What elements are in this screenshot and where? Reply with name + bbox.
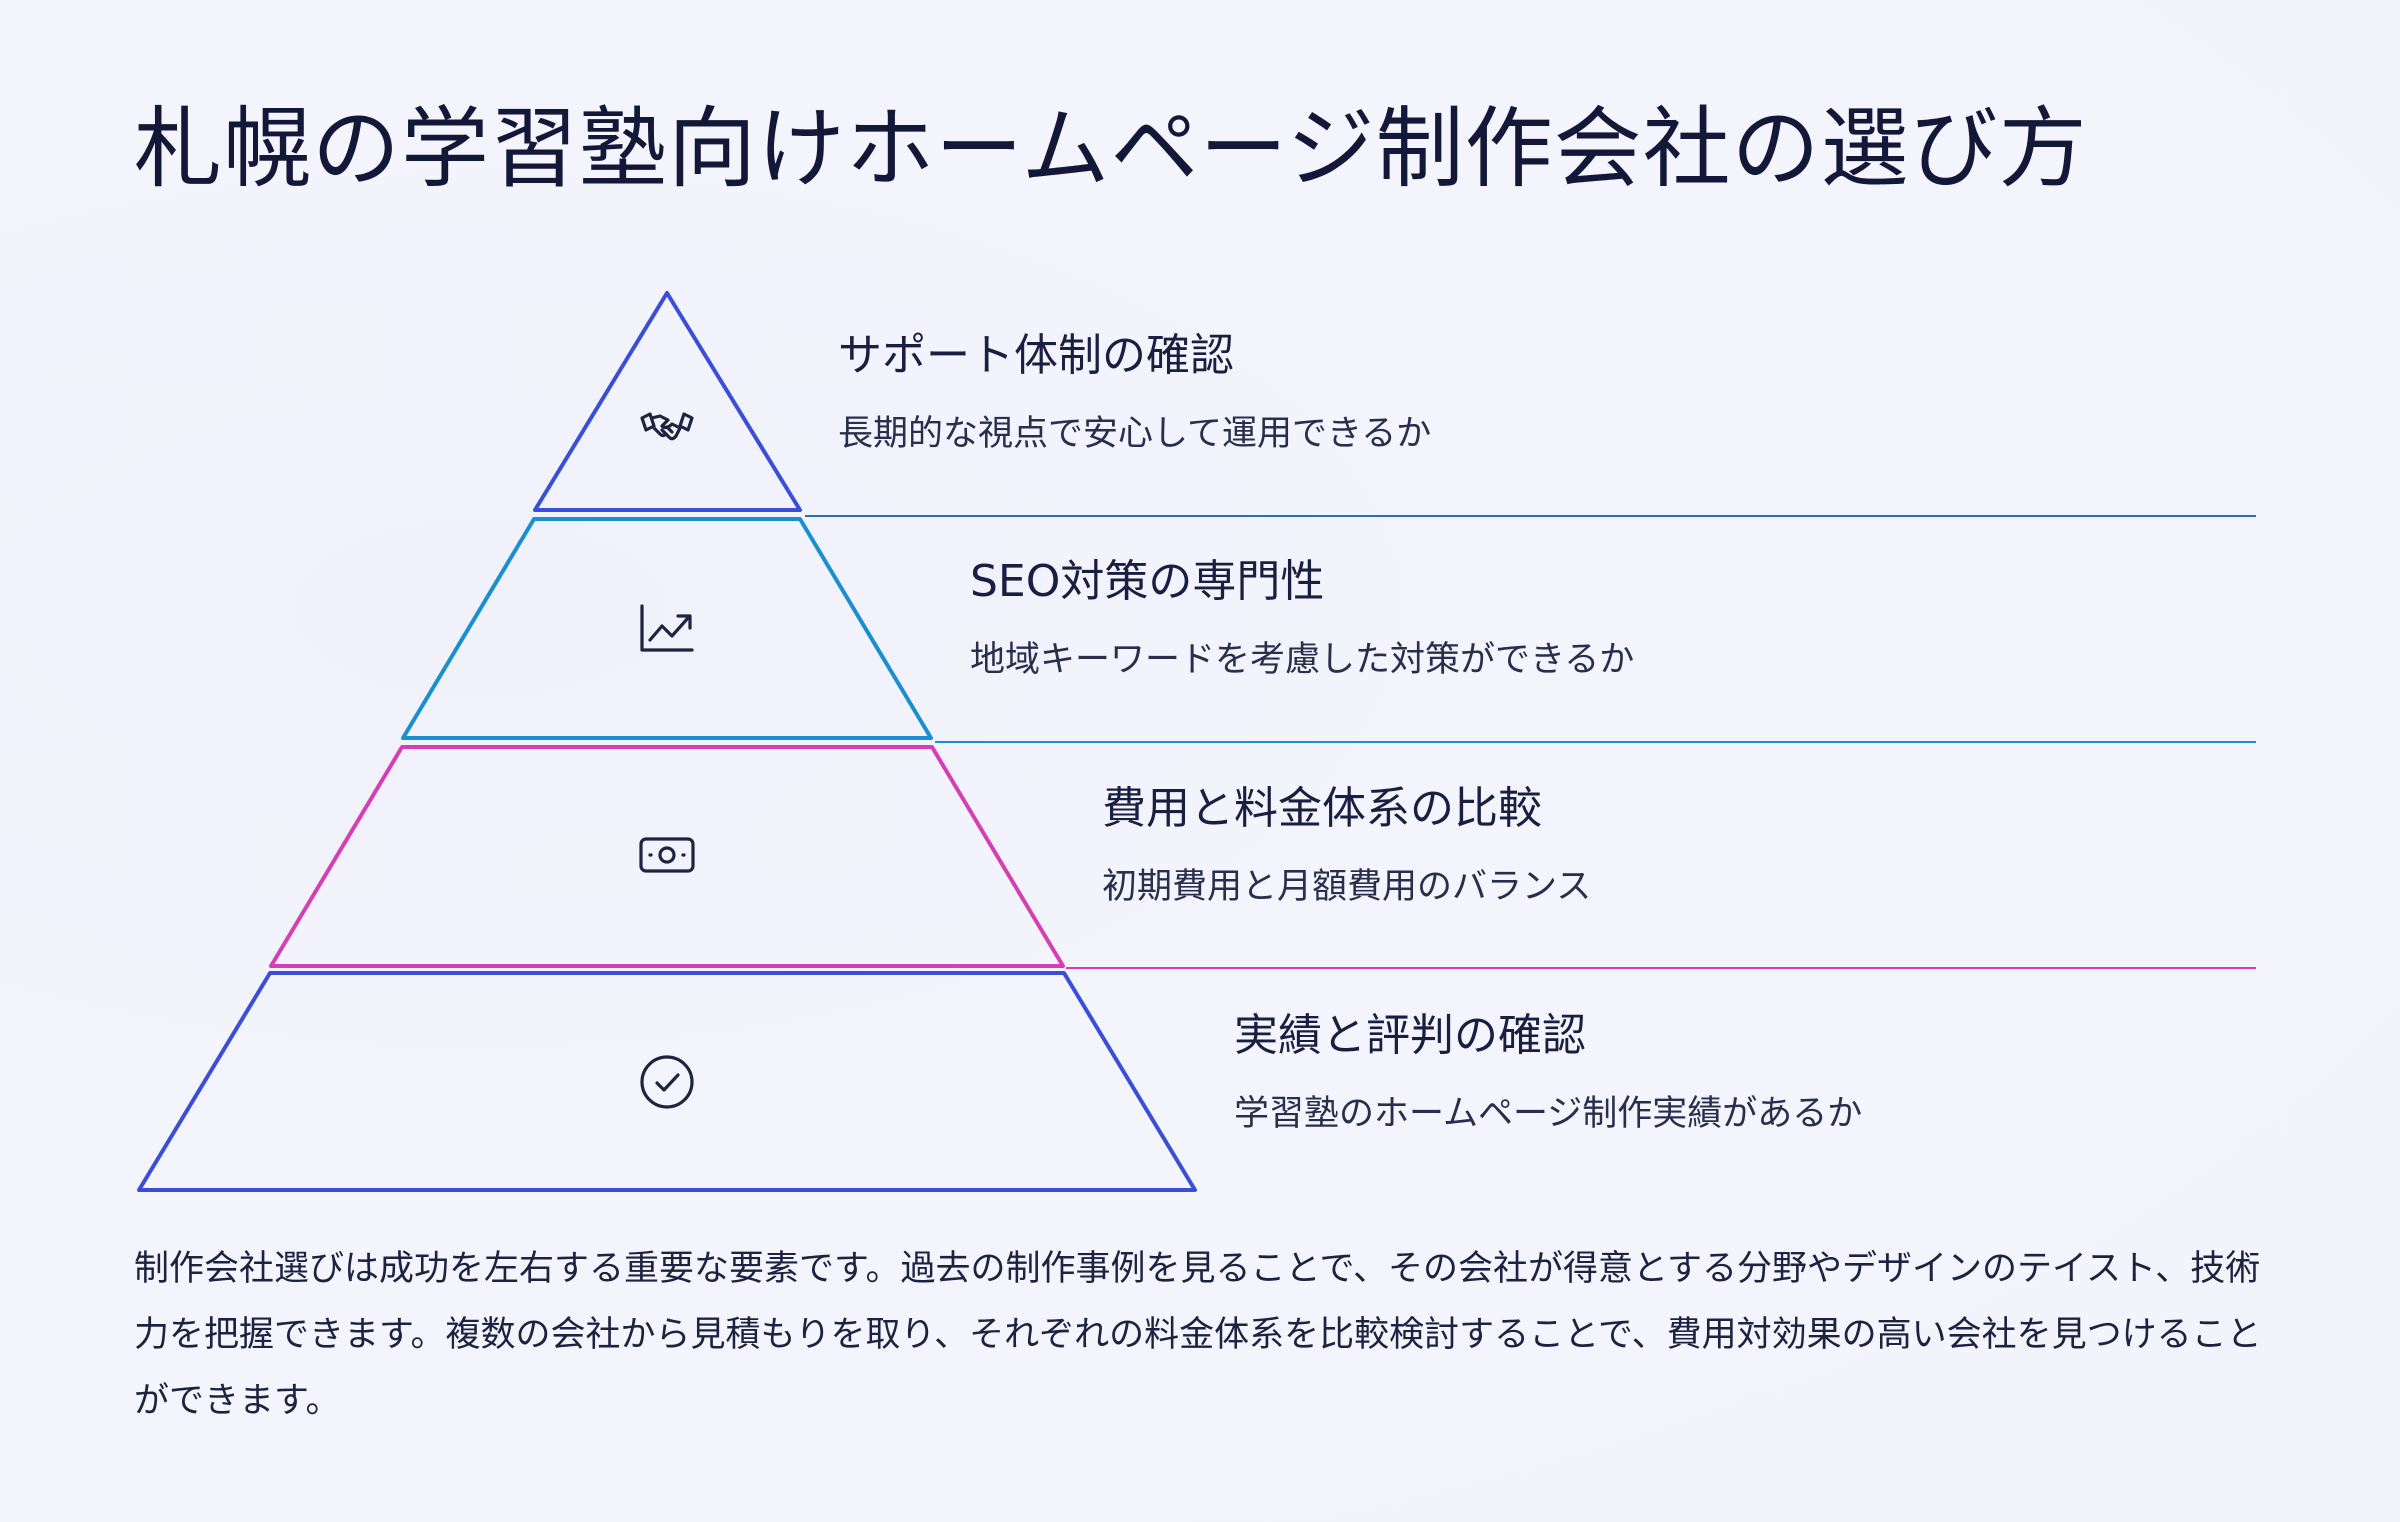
tier-3-title: 費用と料金体系の比較	[1102, 783, 1542, 834]
tier-3-shape	[269, 745, 1065, 968]
tier-4-title: 実績と評判の確認	[1234, 1010, 1586, 1061]
tier-4-shape	[137, 971, 1197, 1192]
body-paragraph: 制作会社選びは成功を左右する重要な要素です。過去の制作事例を見ることで、その会社…	[134, 1249, 2262, 1421]
tier-3-desc: 初期費用と月額費用のバランス	[1102, 866, 1592, 907]
tier-2-desc: 地域キーワードを考慮した対策ができるか	[970, 639, 1635, 680]
check-circle-icon	[640, 1055, 694, 1109]
tier-2-title: SEO対策の専門性	[970, 556, 1325, 607]
tier-1-text: サポート体制の確認 長期的な視点で安心して運用できるか	[838, 330, 1431, 455]
page-title: 札幌の学習塾向けホームページ制作会社の選び方	[134, 97, 2088, 200]
tier-2-shape	[401, 517, 933, 740]
tier-3-text: 費用と料金体系の比較 初期費用と月額費用のバランス	[1102, 783, 1591, 908]
tier-4-desc: 学習塾のホームページ制作実績があるか	[1234, 1093, 1863, 1134]
tier-1-title: サポート体制の確認	[838, 330, 1234, 381]
chart-up-icon	[640, 604, 694, 652]
tier-4-text: 実績と評判の確認 学習塾のホームページ制作実績があるか	[1234, 1010, 1862, 1135]
handshake-icon	[640, 412, 694, 441]
tier-2-text: SEO対策の専門性 地域キーワードを考慮した対策ができるか	[970, 556, 1634, 681]
tier-1-desc: 長期的な視点で安心して運用できるか	[838, 413, 1432, 454]
money-icon	[639, 837, 695, 873]
tier-1-shape	[533, 291, 802, 512]
